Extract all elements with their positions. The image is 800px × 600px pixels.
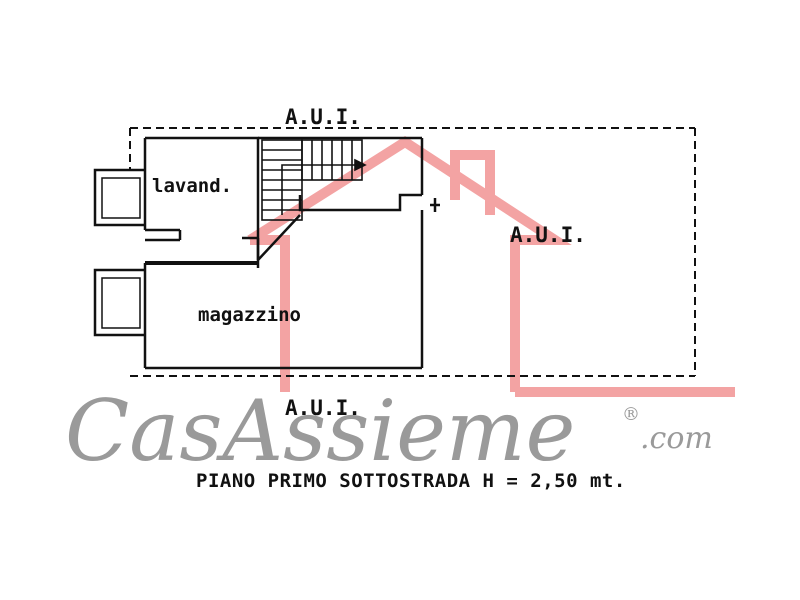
room-label-magazzino: magazzino <box>198 304 301 326</box>
bay-windows <box>93 168 145 337</box>
aui-bottom-label: A.U.I. <box>285 396 361 420</box>
watermark-house-icon <box>247 136 735 397</box>
aui-right-label: A.U.I. <box>510 223 586 247</box>
plan-caption: PIANO PRIMO SOTTOSTRADA H = 2,50 mt. <box>196 470 626 492</box>
aui-dashed-boundary <box>129 127 696 377</box>
watermark-domain: .com <box>640 421 713 456</box>
staircase <box>261 139 367 221</box>
aui-top-label: A.U.I. <box>285 105 361 129</box>
walls <box>143 136 440 370</box>
room-label-lavand: lavand. <box>152 175 232 197</box>
watermark-registered: ® <box>622 404 640 425</box>
watermark-brand: CasAssieme <box>65 382 575 480</box>
